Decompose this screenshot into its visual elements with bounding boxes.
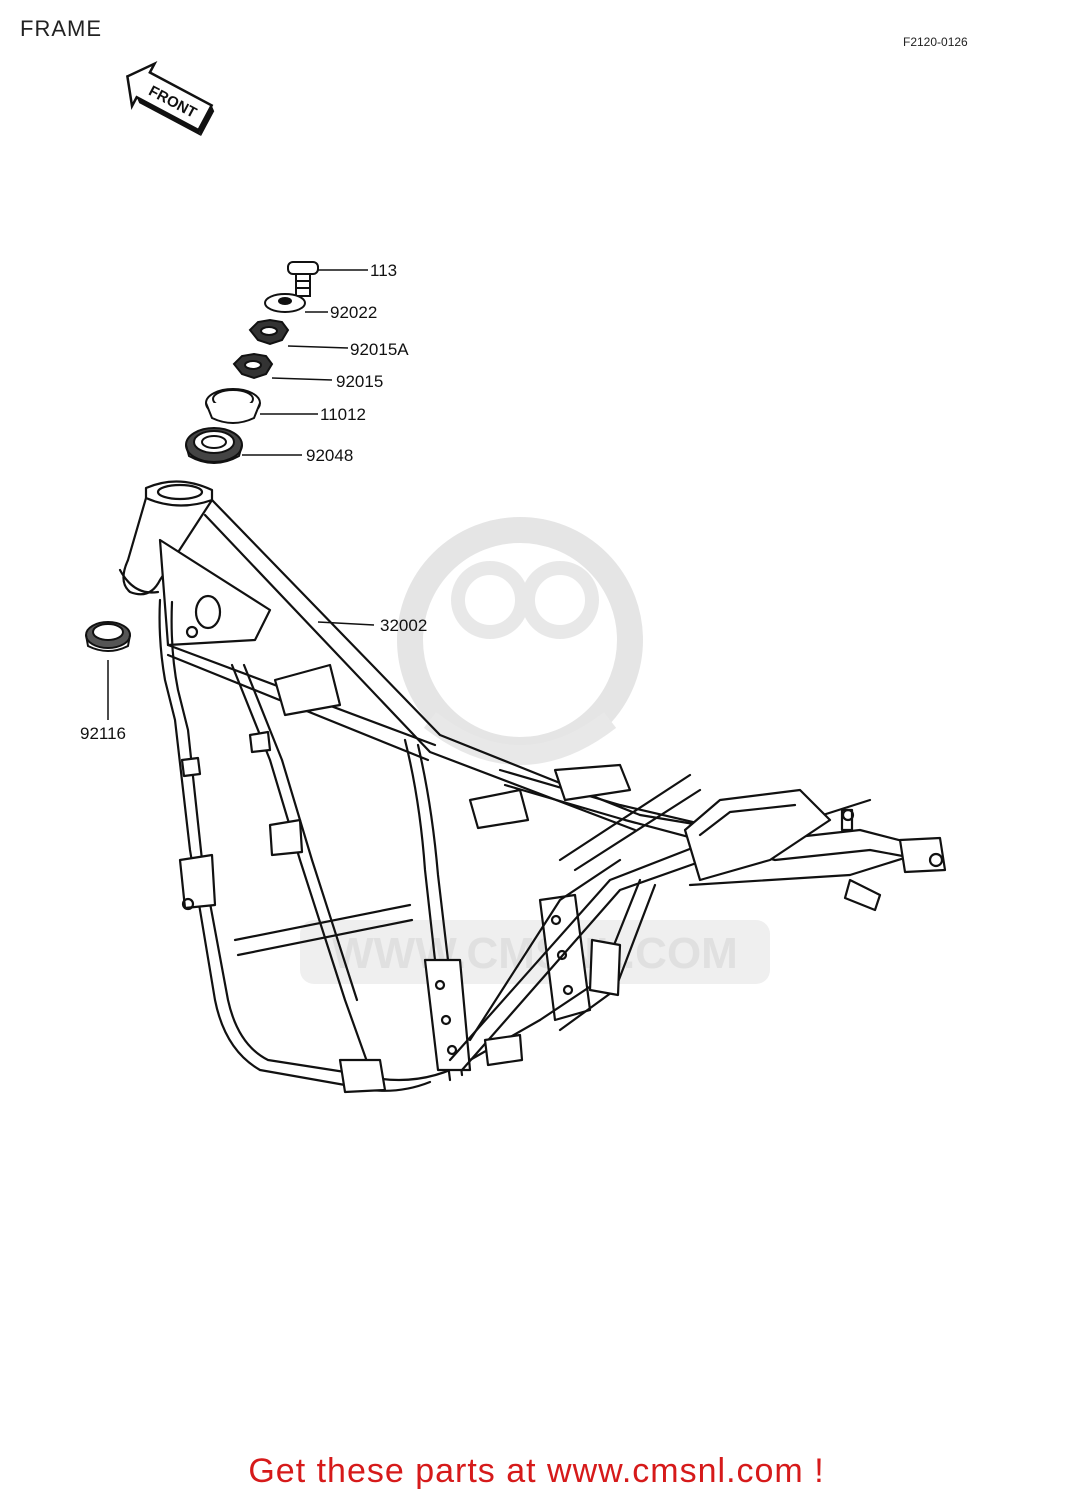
- cmsnl-watermark: WWW.CMSNL.COM: [300, 517, 770, 984]
- part-92022-washer: [264, 293, 306, 313]
- callout-92015: 92015: [336, 372, 383, 391]
- page-title: FRAME: [20, 16, 102, 41]
- callout-32002: 32002: [380, 616, 427, 635]
- part-11012-cap: [205, 388, 261, 424]
- part-92015-nut: [232, 352, 274, 380]
- callout-92048: 92048: [306, 446, 353, 465]
- callout-113: 113: [370, 261, 397, 280]
- callout-11012: 11012: [320, 405, 366, 424]
- diagram-reference-code: F2120-0126: [903, 35, 968, 49]
- part-92116-seal: [85, 621, 131, 652]
- leader-lines: [107, 269, 375, 720]
- get-parts-link[interactable]: Get these parts at www.cmsnl.com !: [248, 1452, 825, 1490]
- watermark-text: WWW.CMSNL.COM: [332, 929, 738, 978]
- part-92048-bearing: [185, 427, 243, 464]
- part-92015A-nut: [248, 318, 290, 346]
- part-32002-frame: [118, 480, 947, 1094]
- front-direction-arrow-icon: FRONT: [126, 60, 215, 136]
- callout-92116: 92116: [80, 724, 126, 743]
- part-113-bolt: [287, 261, 319, 297]
- callout-92015A: 92015A: [350, 340, 409, 359]
- steering-head-parts: [85, 261, 319, 652]
- callout-92022: 92022: [330, 303, 377, 322]
